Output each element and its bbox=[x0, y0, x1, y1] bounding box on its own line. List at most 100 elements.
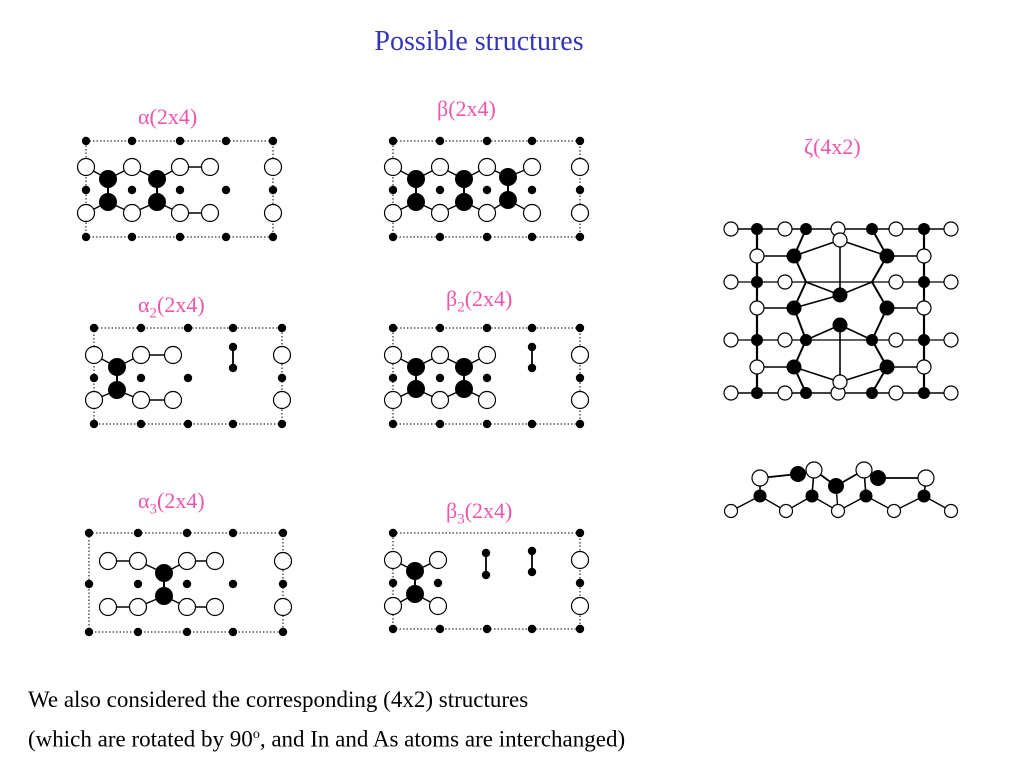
open-atom bbox=[916, 248, 932, 264]
open-atom bbox=[477, 390, 497, 410]
open-atom bbox=[200, 157, 220, 177]
small-atom bbox=[136, 419, 146, 429]
label-alpha-greek: α bbox=[138, 104, 150, 129]
filled-atom bbox=[866, 387, 878, 399]
open-atom bbox=[477, 345, 497, 365]
label-beta3-greek: β bbox=[446, 498, 458, 523]
open-atom bbox=[888, 274, 904, 290]
small-atom bbox=[435, 232, 445, 242]
small-atom bbox=[133, 528, 143, 538]
open-atom bbox=[383, 550, 403, 570]
small-atom bbox=[182, 627, 192, 637]
small-atom bbox=[175, 185, 185, 195]
open-atom bbox=[570, 345, 590, 365]
filled-atom bbox=[148, 170, 166, 188]
label-beta3-cell: (2x4) bbox=[464, 498, 513, 523]
filled-atom bbox=[455, 170, 473, 188]
small-atom bbox=[527, 185, 537, 195]
filled-atom bbox=[866, 334, 878, 346]
small-atom bbox=[133, 579, 143, 589]
filled-atom bbox=[870, 470, 886, 486]
filled-atom bbox=[859, 489, 873, 503]
small-atom bbox=[388, 136, 398, 146]
footnote-line-2-end: , and In and As atoms are interchanged) bbox=[259, 726, 626, 752]
small-atom bbox=[221, 136, 231, 146]
small-atom bbox=[388, 232, 398, 242]
footnote: We also considered the corresponding (4x… bbox=[28, 682, 625, 757]
small-atom bbox=[575, 136, 585, 146]
open-atom bbox=[943, 385, 959, 401]
filled-atom bbox=[108, 358, 126, 376]
filled-atom bbox=[753, 489, 767, 503]
small-atom bbox=[127, 185, 137, 195]
small-atom bbox=[527, 136, 537, 146]
label-alpha2: α2(2x4) bbox=[138, 292, 205, 322]
small-atom bbox=[482, 624, 492, 634]
bond bbox=[793, 239, 841, 257]
small-atom bbox=[182, 579, 192, 589]
open-atom bbox=[723, 385, 739, 401]
open-atom bbox=[723, 221, 739, 237]
small-atom bbox=[388, 185, 398, 195]
small-atom bbox=[388, 419, 398, 429]
label-alpha2-cell: (2x4) bbox=[157, 292, 205, 317]
filled-atom bbox=[751, 387, 763, 399]
open-atom bbox=[122, 157, 142, 177]
footnote-line-2: (which are rotated by 90o, and In and As… bbox=[28, 717, 625, 757]
small-atom bbox=[268, 136, 278, 146]
open-atom bbox=[428, 550, 448, 570]
open-atom bbox=[122, 203, 142, 223]
open-atom bbox=[943, 274, 959, 290]
open-atom bbox=[170, 203, 190, 223]
small-atom bbox=[127, 232, 137, 242]
filled-atom bbox=[407, 170, 425, 188]
filled-atom bbox=[786, 359, 802, 375]
open-atom bbox=[128, 597, 148, 617]
open-atom bbox=[98, 597, 118, 617]
open-atom bbox=[263, 157, 283, 177]
small-atom bbox=[482, 136, 492, 146]
open-atom bbox=[723, 274, 739, 290]
small-atom bbox=[278, 579, 288, 589]
filled-atom bbox=[800, 334, 812, 346]
small-atom bbox=[89, 373, 99, 383]
small-atom bbox=[482, 185, 492, 195]
filled-atom bbox=[108, 381, 126, 399]
open-atom bbox=[170, 157, 190, 177]
open-atom bbox=[430, 390, 450, 410]
open-atom bbox=[570, 203, 590, 223]
small-atom bbox=[527, 363, 537, 373]
small-atom bbox=[433, 578, 443, 588]
filled-atom bbox=[918, 223, 930, 235]
open-atom bbox=[383, 345, 403, 365]
small-atom bbox=[228, 579, 238, 589]
open-atom bbox=[430, 203, 450, 223]
small-atom bbox=[278, 627, 288, 637]
filled-atom bbox=[406, 585, 424, 603]
filled-atom bbox=[805, 489, 819, 503]
small-atom bbox=[481, 570, 491, 580]
small-atom bbox=[527, 546, 537, 556]
label-beta-cell: (2x4) bbox=[448, 96, 496, 121]
open-atom bbox=[273, 551, 293, 571]
filled-atom bbox=[917, 489, 931, 503]
small-atom bbox=[278, 528, 288, 538]
filled-atom bbox=[407, 193, 425, 211]
label-alpha3-sub: 3 bbox=[149, 501, 158, 518]
small-atom bbox=[84, 579, 94, 589]
small-atom bbox=[527, 624, 537, 634]
open-atom bbox=[777, 332, 793, 348]
filled-atom bbox=[786, 248, 802, 264]
open-atom bbox=[273, 597, 293, 617]
small-atom bbox=[482, 419, 492, 429]
open-atom bbox=[477, 203, 497, 223]
open-atom bbox=[177, 597, 197, 617]
open-atom bbox=[855, 461, 873, 479]
filled-atom bbox=[155, 564, 173, 582]
small-atom bbox=[435, 323, 445, 333]
open-atom bbox=[84, 345, 104, 365]
label-beta2-greek: β bbox=[446, 286, 458, 311]
label-beta3: β3(2x4) bbox=[446, 498, 512, 528]
label-alpha3-cell: (2x4) bbox=[157, 488, 205, 513]
small-atom bbox=[133, 627, 143, 637]
